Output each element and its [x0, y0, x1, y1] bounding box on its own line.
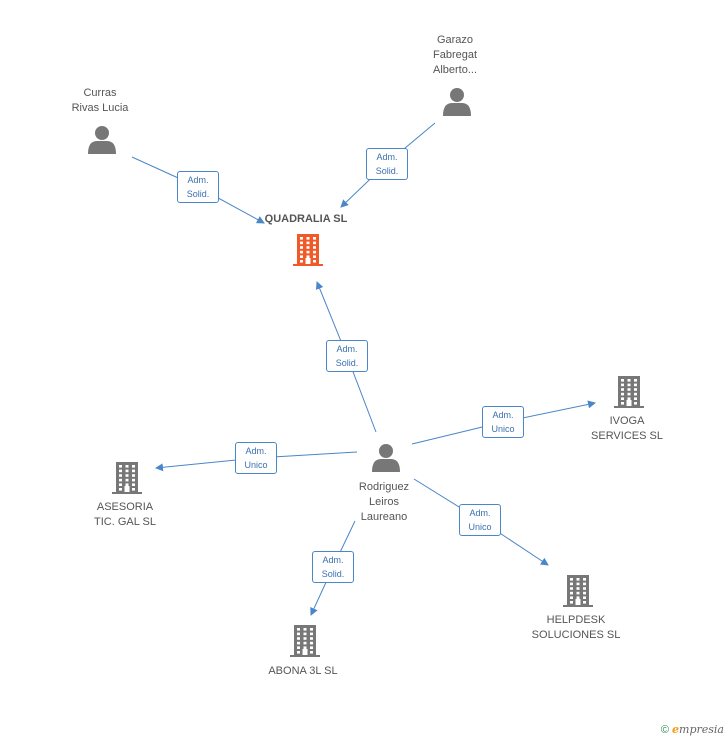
person-icon[interactable]	[372, 444, 400, 472]
edge-label-rodriguez-to-quadralia[interactable]: Adm. Solid.	[326, 340, 368, 372]
edge-label-rodriguez-to-helpdesk[interactable]: Adm. Unico	[459, 504, 501, 536]
building-icon[interactable]	[112, 462, 142, 494]
building-icon[interactable]	[290, 625, 320, 657]
edge-label-rodriguez-to-abona[interactable]: Adm. Solid.	[312, 551, 354, 583]
node-label-curras[interactable]: Curras Rivas Lucia	[71, 87, 129, 114]
copyright-symbol: ©	[660, 724, 669, 736]
building-icon[interactable]	[563, 575, 593, 607]
copyright-footer: © empresia	[661, 723, 724, 736]
edge-label-rodriguez-to-asesoria[interactable]: Adm. Unico	[235, 442, 277, 474]
edge-label-curras-to-quadralia[interactable]: Adm. Solid.	[177, 171, 219, 203]
node-label-asesoria[interactable]: ASESORIA TIC. GAL SL	[94, 501, 156, 528]
building-icon[interactable]	[614, 376, 644, 408]
node-label-quadralia[interactable]: QUADRALIA SL	[264, 213, 348, 225]
node-label-garazo[interactable]: Garazo Fabregat Alberto...	[432, 34, 478, 76]
person-icon[interactable]	[443, 88, 471, 116]
edge-label-garazo-to-quadralia[interactable]: Adm. Solid.	[366, 148, 408, 180]
node-label-helpdesk[interactable]: HELPDESK SOLUCIONES SL	[531, 614, 621, 641]
node-label-abona[interactable]: ABONA 3L SL	[268, 665, 338, 677]
building-icon[interactable]	[293, 234, 323, 266]
person-icon[interactable]	[88, 126, 116, 154]
edge-label-rodriguez-to-ivoga[interactable]: Adm. Unico	[482, 406, 524, 438]
empresia-logo[interactable]: empresia	[672, 723, 724, 736]
node-label-ivoga[interactable]: IVOGA SERVICES SL	[591, 415, 663, 442]
node-label-rodriguez[interactable]: Rodriguez Leiros Laureano	[358, 481, 410, 523]
